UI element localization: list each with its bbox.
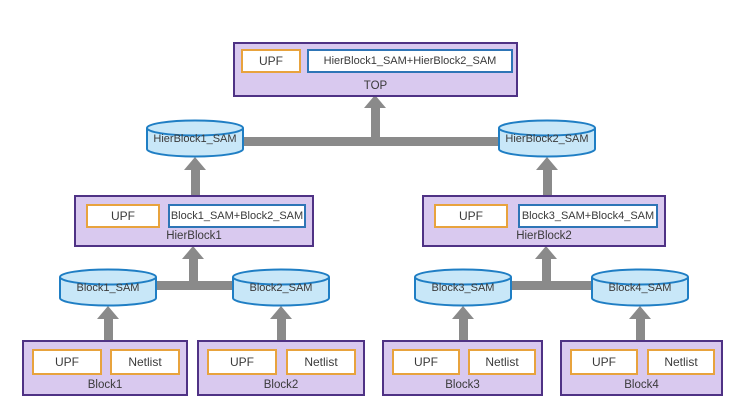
hierblock2-sam-db: HierBlock2_SAM <box>497 118 597 158</box>
arrow-to-top <box>371 107 380 144</box>
block3-sam-db: Block3_SAM <box>413 267 513 307</box>
connector-bar-right <box>462 281 641 290</box>
block2-block-label: Block2 <box>263 379 299 391</box>
hierblock1-sam-label: HierBlock1_SAM <box>153 133 237 145</box>
arrowhead-to-top <box>364 95 386 108</box>
arrow-block3-to-sam <box>459 318 468 341</box>
arrow-bar-to-hierblock2 <box>542 258 551 288</box>
block4-upf-label: UPF <box>592 355 616 369</box>
hierblock2-sam-label: HierBlock2_SAM <box>505 133 589 145</box>
arrow-block1-to-sam <box>104 318 113 341</box>
block2-block: UPF Netlist Block2 <box>197 340 365 396</box>
arrowhead-bar-to-hierblock1 <box>182 246 204 259</box>
top-sam-label: HierBlock1_SAM+HierBlock2_SAM <box>323 55 497 67</box>
arrowhead-bar-to-hierblock2 <box>535 246 557 259</box>
hierblock1-samfile-label: Block1_SAM+Block2_SAM <box>170 210 304 222</box>
hierblock2-block-label: HierBlock2 <box>516 230 572 242</box>
block2-netlist-file: Netlist <box>286 349 356 375</box>
block1-sam-label: Block1_SAM <box>76 282 140 294</box>
block3-sam-label: Block3_SAM <box>431 282 495 294</box>
block1-upf-label: UPF <box>55 355 79 369</box>
hierblock1-upf-label: UPF <box>111 209 135 223</box>
block2-sam-db: Block2_SAM <box>231 267 331 307</box>
block4-netlist-file: Netlist <box>647 349 715 375</box>
hierblock1-block: UPF Block1_SAM+Block2_SAM HierBlock1 <box>74 195 314 247</box>
arrow-hierblock2-to-sam <box>543 169 552 196</box>
block3-netlist-file: Netlist <box>468 349 536 375</box>
database-cylinder-icon <box>414 268 512 307</box>
arrow-block4-to-sam <box>636 318 645 341</box>
block1-netlist-label: Netlist <box>128 355 162 369</box>
top-block-label: TOP <box>363 80 388 92</box>
hierblock2-samfile-label: Block3_SAM+Block4_SAM <box>521 210 655 222</box>
block4-sam-db: Block4_SAM <box>590 267 690 307</box>
arrowhead-block1-to-sam <box>97 306 119 319</box>
block3-upf-label: UPF <box>414 355 438 369</box>
top-sam-file: HierBlock1_SAM+HierBlock2_SAM <box>307 49 513 73</box>
database-cylinder-icon <box>59 268 157 307</box>
hierblock1-upf-file: UPF <box>86 204 160 228</box>
hierblock1-sam-file: Block1_SAM+Block2_SAM <box>168 204 306 228</box>
hierblock1-block-label: HierBlock1 <box>166 230 222 242</box>
arrowhead-hierblock1-to-sam <box>184 157 206 170</box>
hierblock2-upf-label: UPF <box>459 209 483 223</box>
arrowhead-block3-to-sam <box>452 306 474 319</box>
block2-sam-label: Block2_SAM <box>249 282 313 294</box>
hierblock2-upf-file: UPF <box>434 204 508 228</box>
top-block: UPF HierBlock1_SAM+HierBlock2_SAM TOP <box>233 42 518 97</box>
top-upf-label: UPF <box>259 54 283 68</box>
block1-upf-file: UPF <box>32 349 102 375</box>
hierblock2-block: UPF Block3_SAM+Block4_SAM HierBlock2 <box>422 195 666 247</box>
block2-upf-file: UPF <box>207 349 277 375</box>
database-cylinder-icon <box>498 119 596 158</box>
arrowhead-block4-to-sam <box>629 306 651 319</box>
arrow-block2-to-sam <box>277 318 286 341</box>
database-cylinder-icon <box>232 268 330 307</box>
block1-block: UPF Netlist Block1 <box>22 340 188 396</box>
block1-block-label: Block1 <box>87 379 123 391</box>
block2-upf-label: UPF <box>230 355 254 369</box>
block3-netlist-label: Netlist <box>485 355 519 369</box>
block4-block: UPF Netlist Block4 <box>560 340 723 396</box>
hierblock1-sam-db: HierBlock1_SAM <box>145 118 245 158</box>
block1-sam-db: Block1_SAM <box>58 267 158 307</box>
database-cylinder-icon <box>591 268 689 307</box>
block2-netlist-label: Netlist <box>304 355 338 369</box>
arrowhead-hierblock2-to-sam <box>536 157 558 170</box>
block1-netlist-file: Netlist <box>110 349 180 375</box>
database-cylinder-icon <box>146 119 244 158</box>
block3-block: UPF Netlist Block3 <box>382 340 543 396</box>
arrow-hierblock1-to-sam <box>191 169 200 196</box>
block4-upf-file: UPF <box>570 349 638 375</box>
top-upf-file: UPF <box>241 49 301 73</box>
hierblock2-sam-file: Block3_SAM+Block4_SAM <box>518 204 658 228</box>
block4-netlist-label: Netlist <box>664 355 698 369</box>
arrowhead-block2-to-sam <box>270 306 292 319</box>
block4-block-label: Block4 <box>624 379 659 391</box>
block3-upf-file: UPF <box>392 349 460 375</box>
block4-sam-label: Block4_SAM <box>608 282 672 294</box>
block3-block-label: Block3 <box>445 379 480 391</box>
arrow-bar-to-hierblock1 <box>189 258 198 288</box>
